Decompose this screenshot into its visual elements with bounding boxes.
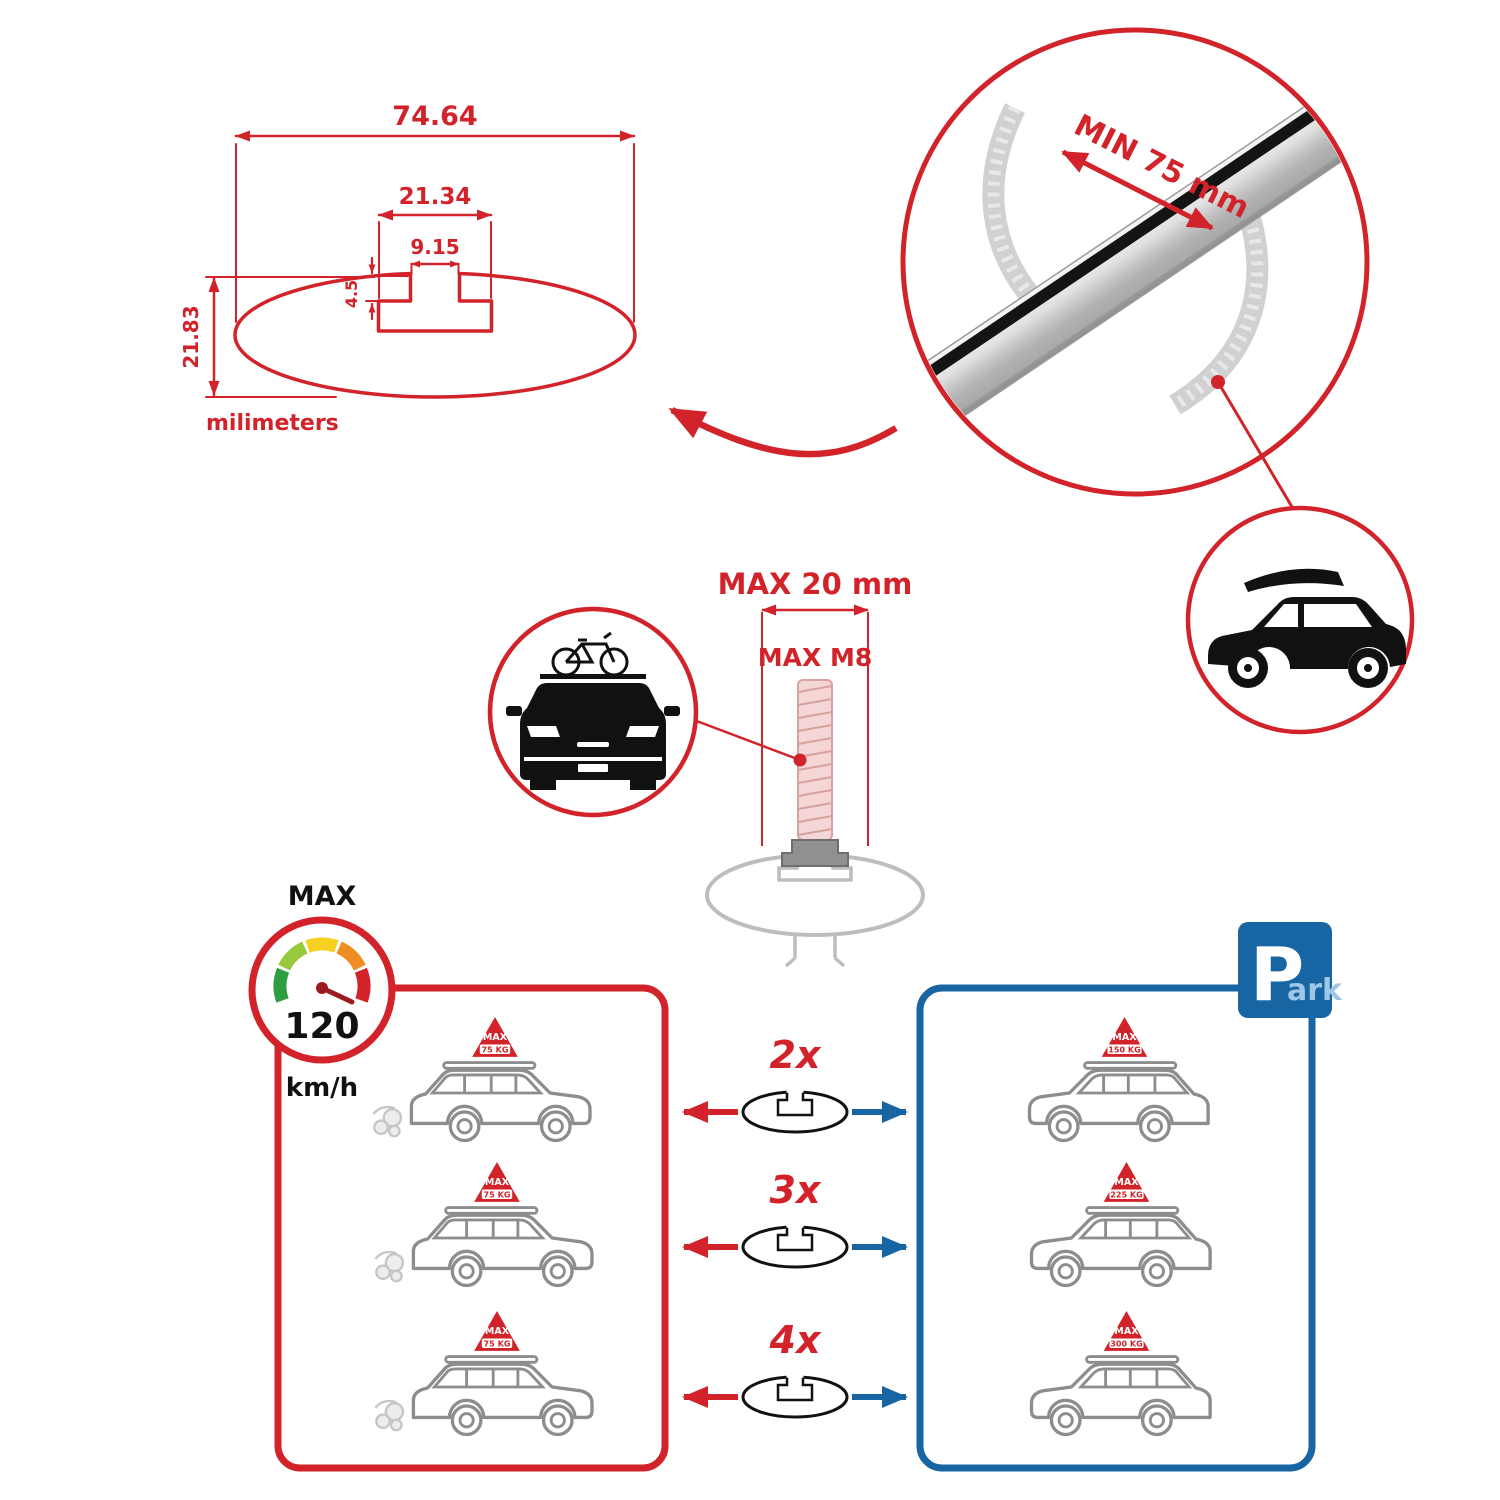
units-label: milimeters <box>206 411 339 436</box>
speed-unit: km/h <box>286 1073 358 1103</box>
sign-max-label: MAX <box>1114 1326 1139 1337</box>
dim-lip-depth: 4.5 <box>342 280 361 308</box>
park-sign-rest: ark <box>1287 973 1343 1008</box>
driving-car-1: MAX 75 KG <box>372 1017 592 1143</box>
sign-load-label: 150 KG <box>1108 1045 1141 1054</box>
car-front-silhouette <box>506 683 680 790</box>
speed-max-label: MAX <box>288 881 357 912</box>
bicycle-car-circle <box>487 606 807 818</box>
parked-car-1: MAX 150 KG <box>1027 1017 1210 1143</box>
sign-load-label: 75 KG <box>484 1190 511 1199</box>
bolt-diagram: MAX 20 mm MAX M8 <box>705 567 925 968</box>
bar-profile-outline <box>233 271 637 399</box>
bolt-max-thread: MAX M8 <box>758 643 872 672</box>
dim-width: 74.64 <box>392 101 477 132</box>
park-sign-letter: P <box>1250 932 1304 1018</box>
sign-load-label: 75 KG <box>484 1339 511 1348</box>
dimension-diagram: 74.64 21.34 9.15 4.5 21.83 milimeters <box>179 101 637 436</box>
sign-max-label: MAX <box>1112 1032 1137 1043</box>
closeup-to-profile-arrow <box>668 407 898 458</box>
bolt-max-width: MAX 20 mm <box>718 567 913 601</box>
roofbox-car-circle <box>1185 505 1415 735</box>
crossbar-profile-icon <box>741 1375 849 1419</box>
speed-value: 120 <box>284 1006 359 1047</box>
speedometer: MAX 120 km/h <box>248 881 396 1103</box>
driving-car-2: MAX 75 KG <box>374 1162 594 1288</box>
t-slot-profile <box>376 271 494 333</box>
closeup-circle <box>900 27 1370 497</box>
aluminium-bar <box>906 58 1364 459</box>
sign-max-label: MAX <box>483 1032 508 1043</box>
sign-max-label: MAX <box>485 1326 510 1337</box>
leader-dot <box>1211 375 1225 389</box>
crossbar-profile-icon <box>741 1090 849 1134</box>
driving-car-3: MAX 75 KG <box>374 1311 594 1437</box>
dim-cavity-width: 21.34 <box>399 184 472 210</box>
multiplier-label: 2x <box>770 1033 822 1077</box>
sign-max-label: MAX <box>1114 1177 1139 1188</box>
parked-car-2: MAX 225 KG <box>1029 1162 1212 1288</box>
dim-slot-width: 9.15 <box>410 235 459 259</box>
multiplier-label: 3x <box>770 1168 822 1212</box>
multiplier-label: 4x <box>769 1318 822 1362</box>
crossbar-profile-icon <box>741 1225 849 1269</box>
parked-car-3: MAX 300 KG <box>1029 1311 1212 1437</box>
bar-closeup: MIN 75 mm <box>900 27 1370 513</box>
t-bolt <box>781 679 849 867</box>
sign-load-label: 225 KG <box>1110 1190 1143 1199</box>
roof-box <box>1244 568 1344 592</box>
t-bolt-head <box>781 839 849 867</box>
sign-load-label: 300 KG <box>1110 1339 1143 1348</box>
sign-load-label: 75 KG <box>482 1045 509 1054</box>
dim-height: 21.83 <box>179 305 203 368</box>
park-sign: P ark <box>1238 922 1343 1018</box>
bolt-leader-dot <box>793 753 807 767</box>
multiplier-rows: 2x 3x 4x <box>682 1033 908 1419</box>
sign-max-label: MAX <box>485 1177 510 1188</box>
